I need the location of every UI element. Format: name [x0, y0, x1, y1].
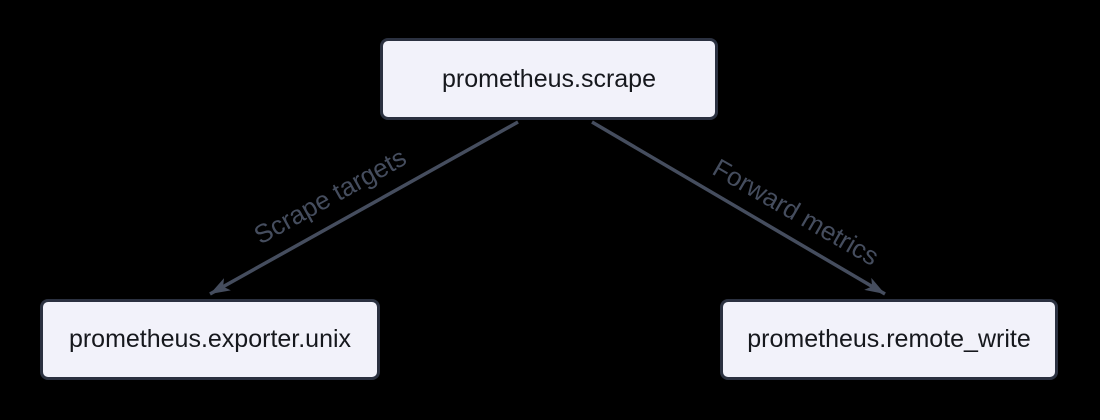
- node-prometheus-exporter-unix: prometheus.exporter.unix: [40, 299, 380, 380]
- edge-scrape-to-exporter-arrow: [209, 120, 519, 296]
- node-prometheus-scrape-label: prometheus.scrape: [441, 64, 656, 93]
- node-prometheus-remote-write-label: prometheus.remote_write: [747, 325, 1031, 353]
- node-prometheus-scrape: prometheus.scrape: [380, 38, 718, 120]
- node-prometheus-exporter-unix-label: prometheus.exporter.unix: [68, 325, 352, 353]
- edge-scrape-to-remote-write-arrow: [591, 120, 886, 296]
- node-prometheus-remote-write: prometheus.remote_write: [720, 299, 1058, 380]
